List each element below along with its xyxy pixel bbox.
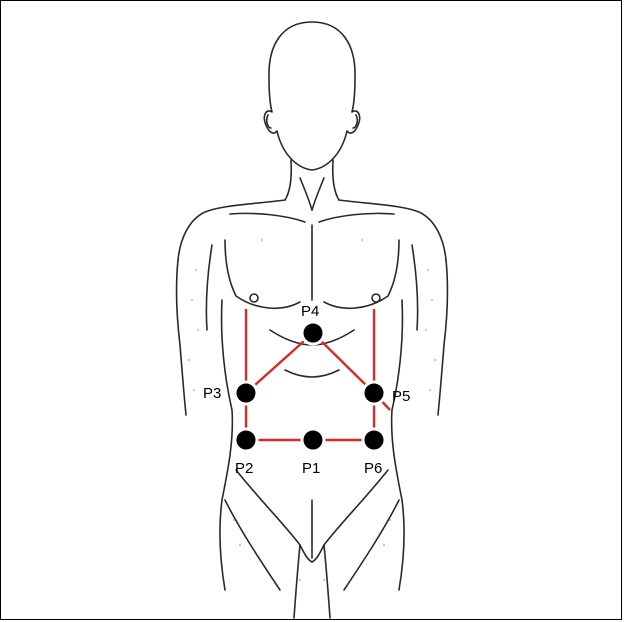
marker-p1 <box>302 429 324 451</box>
label-p6: P6 <box>364 461 382 476</box>
body-outline <box>177 22 448 618</box>
label-p2: P2 <box>235 461 253 476</box>
marker-p6 <box>363 429 385 451</box>
marker-p4 <box>302 322 324 344</box>
label-p4: P4 <box>301 304 319 319</box>
line-p3-p4 <box>246 333 313 393</box>
marker-p3 <box>235 382 257 404</box>
label-p3: P3 <box>203 386 221 401</box>
marker-p2 <box>235 429 257 451</box>
label-p1: P1 <box>302 461 320 476</box>
label-p5: P5 <box>392 389 410 404</box>
line-p4-p5 <box>313 333 374 393</box>
markers <box>235 322 385 451</box>
marker-p5 <box>363 382 385 404</box>
